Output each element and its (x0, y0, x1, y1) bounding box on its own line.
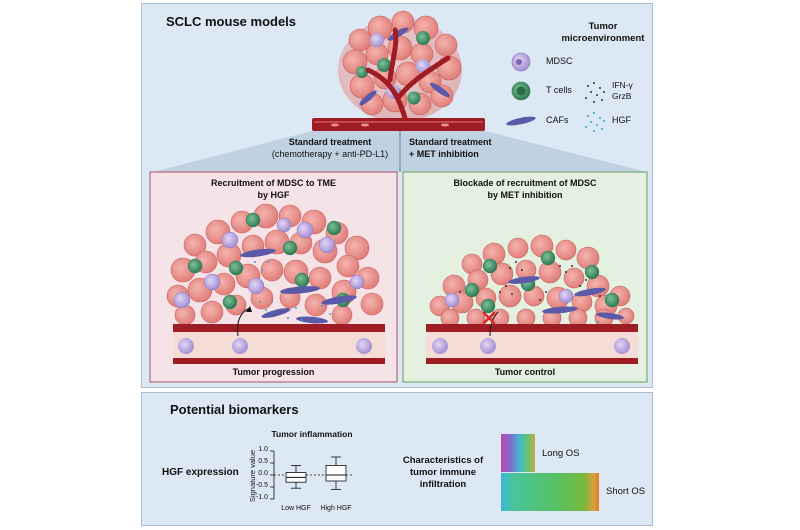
left-box-title-line2: by HGF (257, 190, 290, 200)
right-box-title-line1: Blockade of recruitment of MDSC (453, 178, 597, 188)
ytick-4: -0.5 (255, 482, 268, 489)
category-high-hgf: High HGF (320, 505, 352, 512)
characteristics-line3: infiltration (419, 479, 467, 490)
left-box-title-line1: Recruitment of MDSC to TME (211, 178, 336, 188)
ytick-1: 1.0 (258, 446, 268, 453)
box-high-hgf (325, 464, 347, 482)
hgf-expression-label: HGF expression (162, 467, 239, 478)
branch-right-line2: + MET inhibition (409, 149, 479, 159)
fan-right (400, 131, 647, 172)
left-box-caption: Tumor progression (232, 367, 315, 377)
ytick-5: -1.0 (255, 494, 268, 501)
category-low-hgf: Low HGF (281, 505, 311, 512)
legend-cafs-label: CAFs (546, 115, 569, 125)
boxplot (270, 450, 352, 500)
short-os-label: Short OS (606, 486, 646, 497)
legend-title-line2: microenvironment (561, 33, 645, 44)
ytick-2: 0.5 (258, 458, 268, 465)
right-box-title-line2: by MET inhibition (487, 190, 563, 200)
characteristics-line2: tumor immune (410, 467, 476, 478)
legend-hgf-label: HGF (612, 115, 631, 125)
long-os-ribbon (501, 434, 535, 472)
top-tumor-illustration (312, 10, 485, 131)
legend-mdsc-label: MDSC (546, 56, 573, 66)
characteristics-line1: Characteristics of (402, 455, 484, 466)
legend-icons (506, 52, 605, 132)
ytick-3: 0.0 (258, 470, 268, 477)
branch-left-line2: (chemotherapy + anti-PD-L1) (271, 149, 389, 159)
legend-title-line1: Tumor (588, 21, 618, 32)
legend-ifn-label: IFN-γ (612, 80, 633, 90)
fan-left (153, 131, 400, 172)
left-tumor-illustration (166, 203, 385, 364)
short-os-ribbon (501, 473, 599, 511)
right-box-caption: Tumor control (494, 367, 556, 377)
branch-left-line1: Standard treatment (288, 137, 372, 147)
bottom-panel-title: Potential biomarkers (170, 402, 299, 417)
legend-grzb-label: GrzB (612, 91, 632, 101)
top-panel-title: SCLC mouse models (166, 14, 297, 29)
long-os-label: Long OS (542, 448, 580, 459)
block-x-icon (482, 311, 496, 325)
legend-tcells-label: T cells (546, 85, 572, 95)
boxplot-title: Tumor inflammation (271, 429, 353, 439)
branch-right-line1: Standard treatment (409, 137, 492, 147)
right-tumor-illustration (426, 234, 638, 364)
